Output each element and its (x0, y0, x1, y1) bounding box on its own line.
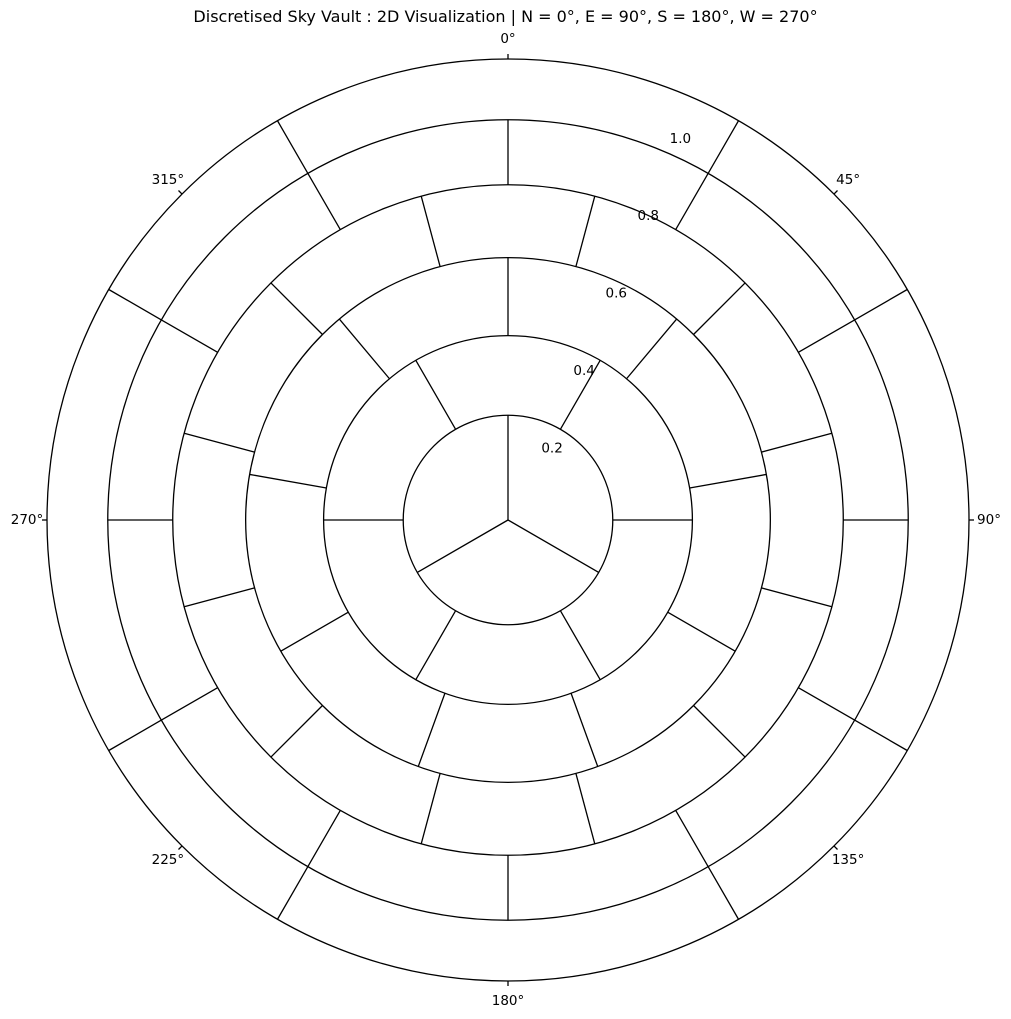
segment-boundary-ring4-5 (693, 705, 746, 758)
segment-boundary-ring3-4 (667, 611, 736, 652)
segment-boundary-ring6-8 (276, 120, 309, 174)
radial-tick-label-1.0: 1.0 (670, 131, 691, 147)
segment-boundary-ring4-12 (420, 195, 441, 267)
segment-boundary-ring6-3 (854, 719, 908, 752)
radial-tick-labels: 0.2 0.4 0.6 0.8 1.0 (541, 131, 691, 457)
segment-boundary-ring5-3 (798, 319, 855, 353)
azimuth-label-315: 315° (152, 172, 185, 188)
azimuth-label-225: 225° (152, 852, 185, 868)
segment-boundaries (107, 119, 909, 921)
azimuth-tick-labels: 0° 45° 90° 135° 180° 225° 270° 315° (11, 31, 1001, 1009)
figure-title: Discretised Sky Vault : 2D Visualization… (193, 7, 818, 26)
azimuth-label-180: 180° (492, 993, 525, 1009)
segment-boundary-ring4-6 (575, 773, 596, 845)
segment-boundary-ring6-2 (854, 288, 908, 321)
segment-boundary-ring5-8 (307, 810, 341, 867)
radial-tick-label-0.8: 0.8 (638, 208, 659, 224)
segment-boundary-ring5-5 (798, 687, 855, 721)
segment-boundary-ring1-2 (507, 519, 600, 573)
segment-boundary-ring3-5 (570, 693, 599, 767)
segment-boundary-ring6-1 (707, 120, 740, 174)
segment-boundary-ring2-1 (559, 359, 601, 430)
segment-boundary-ring6-5 (276, 866, 309, 920)
segment-boundary-ring3-6 (417, 693, 446, 767)
azimuth-tick-mark-315 (178, 190, 183, 195)
segment-boundary-ring4-7 (420, 773, 441, 845)
segment-boundary-ring4-3 (761, 432, 833, 453)
segment-boundary-ring4-2 (693, 282, 746, 335)
segment-boundary-ring1-3 (416, 519, 509, 573)
azimuth-label-135: 135° (832, 852, 865, 868)
radial-tick-label-0.2: 0.2 (541, 441, 562, 457)
segment-boundary-ring3-8 (249, 473, 327, 489)
segment-boundary-ring2-6 (415, 359, 457, 430)
segment-boundary-ring3-9 (338, 318, 390, 380)
segment-boundary-ring6-4 (707, 866, 740, 920)
segment-boundary-ring4-10 (183, 432, 255, 453)
segment-boundary-ring3-2 (626, 318, 678, 380)
segment-boundary-ring5-6 (675, 810, 709, 867)
azimuth-label-0: 0° (500, 31, 515, 47)
polar-frame (42, 54, 974, 986)
segment-boundary-ring4-1 (575, 195, 596, 267)
segment-boundary-ring4-4 (761, 587, 833, 608)
azimuth-label-270: 270° (11, 512, 44, 528)
segment-boundary-ring6-7 (108, 288, 162, 321)
segment-boundary-ring4-11 (270, 282, 323, 335)
azimuth-tick-mark-135 (833, 845, 838, 850)
segment-boundary-ring6-6 (108, 719, 162, 752)
segment-boundary-ring5-2 (675, 173, 709, 230)
segment-boundary-ring2-3 (559, 610, 601, 681)
radial-tick-label-0.6: 0.6 (605, 286, 626, 302)
segment-boundary-ring5-9 (161, 687, 218, 721)
segment-boundary-ring3-7 (280, 611, 349, 652)
segment-boundary-ring5-11 (161, 319, 218, 353)
segment-boundary-ring2-4 (415, 610, 457, 681)
segment-boundary-ring4-9 (183, 587, 255, 608)
azimuth-tick-mark-45 (833, 190, 838, 195)
azimuth-label-90: 90° (977, 512, 1001, 528)
azimuth-label-45: 45° (836, 172, 860, 188)
radial-tick-label-0.4: 0.4 (573, 363, 594, 379)
segment-boundary-ring5-12 (307, 173, 341, 230)
segment-boundary-ring3-3 (689, 473, 767, 489)
segment-boundary-ring4-8 (270, 705, 323, 758)
azimuth-tick-mark-225 (178, 845, 183, 850)
